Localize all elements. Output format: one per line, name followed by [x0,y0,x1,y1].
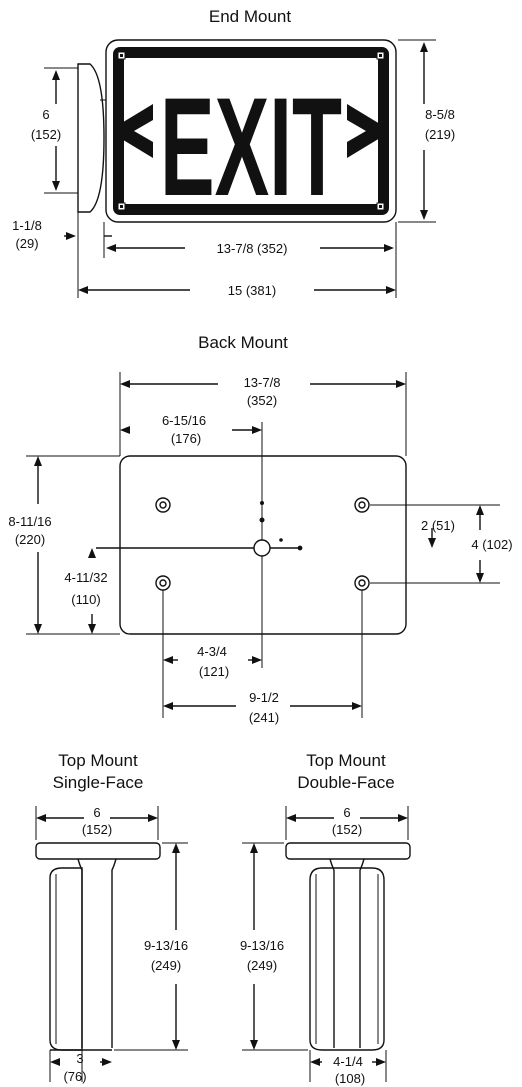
back-center-in: 6-15/16 [162,413,206,428]
back-plate [119,455,407,635]
double-canopy-plate [285,842,411,860]
back-center-mm: (176) [171,431,201,446]
single-stem [77,858,117,1048]
double-depth-in: 4-1/4 [333,1054,363,1069]
back-hole-span-in: 9-1/2 [249,690,279,705]
back-hole-half-mm: (121) [199,664,229,679]
double-stem [329,858,365,871]
single-depth-mm: (76) [63,1069,86,1084]
end-mount-canopy [77,63,105,213]
end-canopy-in: 6 [42,107,49,122]
back-mount-view: Back Mount 13-7/8 (352) 6-15/16 [8,333,512,725]
double-canopy-mm: (152) [332,822,362,837]
center-knockout [253,539,271,557]
end-canopy-mm: (152) [31,127,61,142]
double-sign-body [309,867,385,1051]
single-canopy-mm: (152) [82,822,112,837]
back-width-in: 13-7/8 [244,375,281,390]
back-height-mm: (220) [15,532,45,547]
single-canopy-in: 6 [93,805,100,820]
single-depth-in: 3 [76,1051,83,1066]
exit-sign-text: EXIT [160,68,342,225]
back-hole-small: 2 (51) [421,518,455,533]
back-hole-half-in: 4-3/4 [197,644,227,659]
corner-screws [117,51,385,211]
top-single-title-1: Top Mount [58,751,138,770]
top-double-title-1: Top Mount [306,751,386,770]
single-sign-body [49,867,83,1051]
end-mount-view: End Mount EXIT 8-5/8 (219) [12,7,455,298]
end-height-in: 8-5/8 [425,107,455,122]
double-height-in: 9-13/16 [240,938,284,953]
back-half-height-mm: (110) [71,592,100,607]
end-face-width: 13-7/8 (352) [217,241,288,256]
back-width-mm: (352) [247,393,277,408]
back-hole-vertical: 4 (102) [471,537,512,552]
exit-sign-panel [124,58,378,204]
single-height-in: 9-13/16 [144,938,188,953]
right-chevron-icon [347,104,380,158]
top-single-title-2: Single-Face [53,773,144,792]
end-height-mm: (219) [425,127,455,142]
double-canopy-in: 6 [343,805,350,820]
back-height-in: 8-11/16 [8,514,51,529]
left-chevron-icon [120,104,153,158]
double-depth-mm: (108) [335,1071,365,1086]
top-mount-single-view: Top Mount Single-Face 6 (152) 9-13/16 (2… [35,751,188,1084]
end-mount-title: End Mount [209,7,291,26]
mounting-holes [155,497,370,591]
top-double-title-2: Double-Face [297,773,394,792]
back-hole-span-mm: (241) [249,710,279,725]
end-depth-in: 1-1/8 [12,218,42,233]
end-overall-width: 15 (381) [228,283,276,298]
back-mount-title: Back Mount [198,333,288,352]
double-height-mm: (249) [247,958,277,973]
exit-sign-housing [105,39,397,223]
single-height-mm: (249) [151,958,181,973]
top-mount-double-view: Top Mount Double-Face 6 (152) 9-13/16 (2… [240,751,411,1086]
single-canopy-plate [35,842,161,860]
end-depth-mm: (29) [15,236,38,251]
back-half-height-in: 4-11/32 [64,570,107,585]
